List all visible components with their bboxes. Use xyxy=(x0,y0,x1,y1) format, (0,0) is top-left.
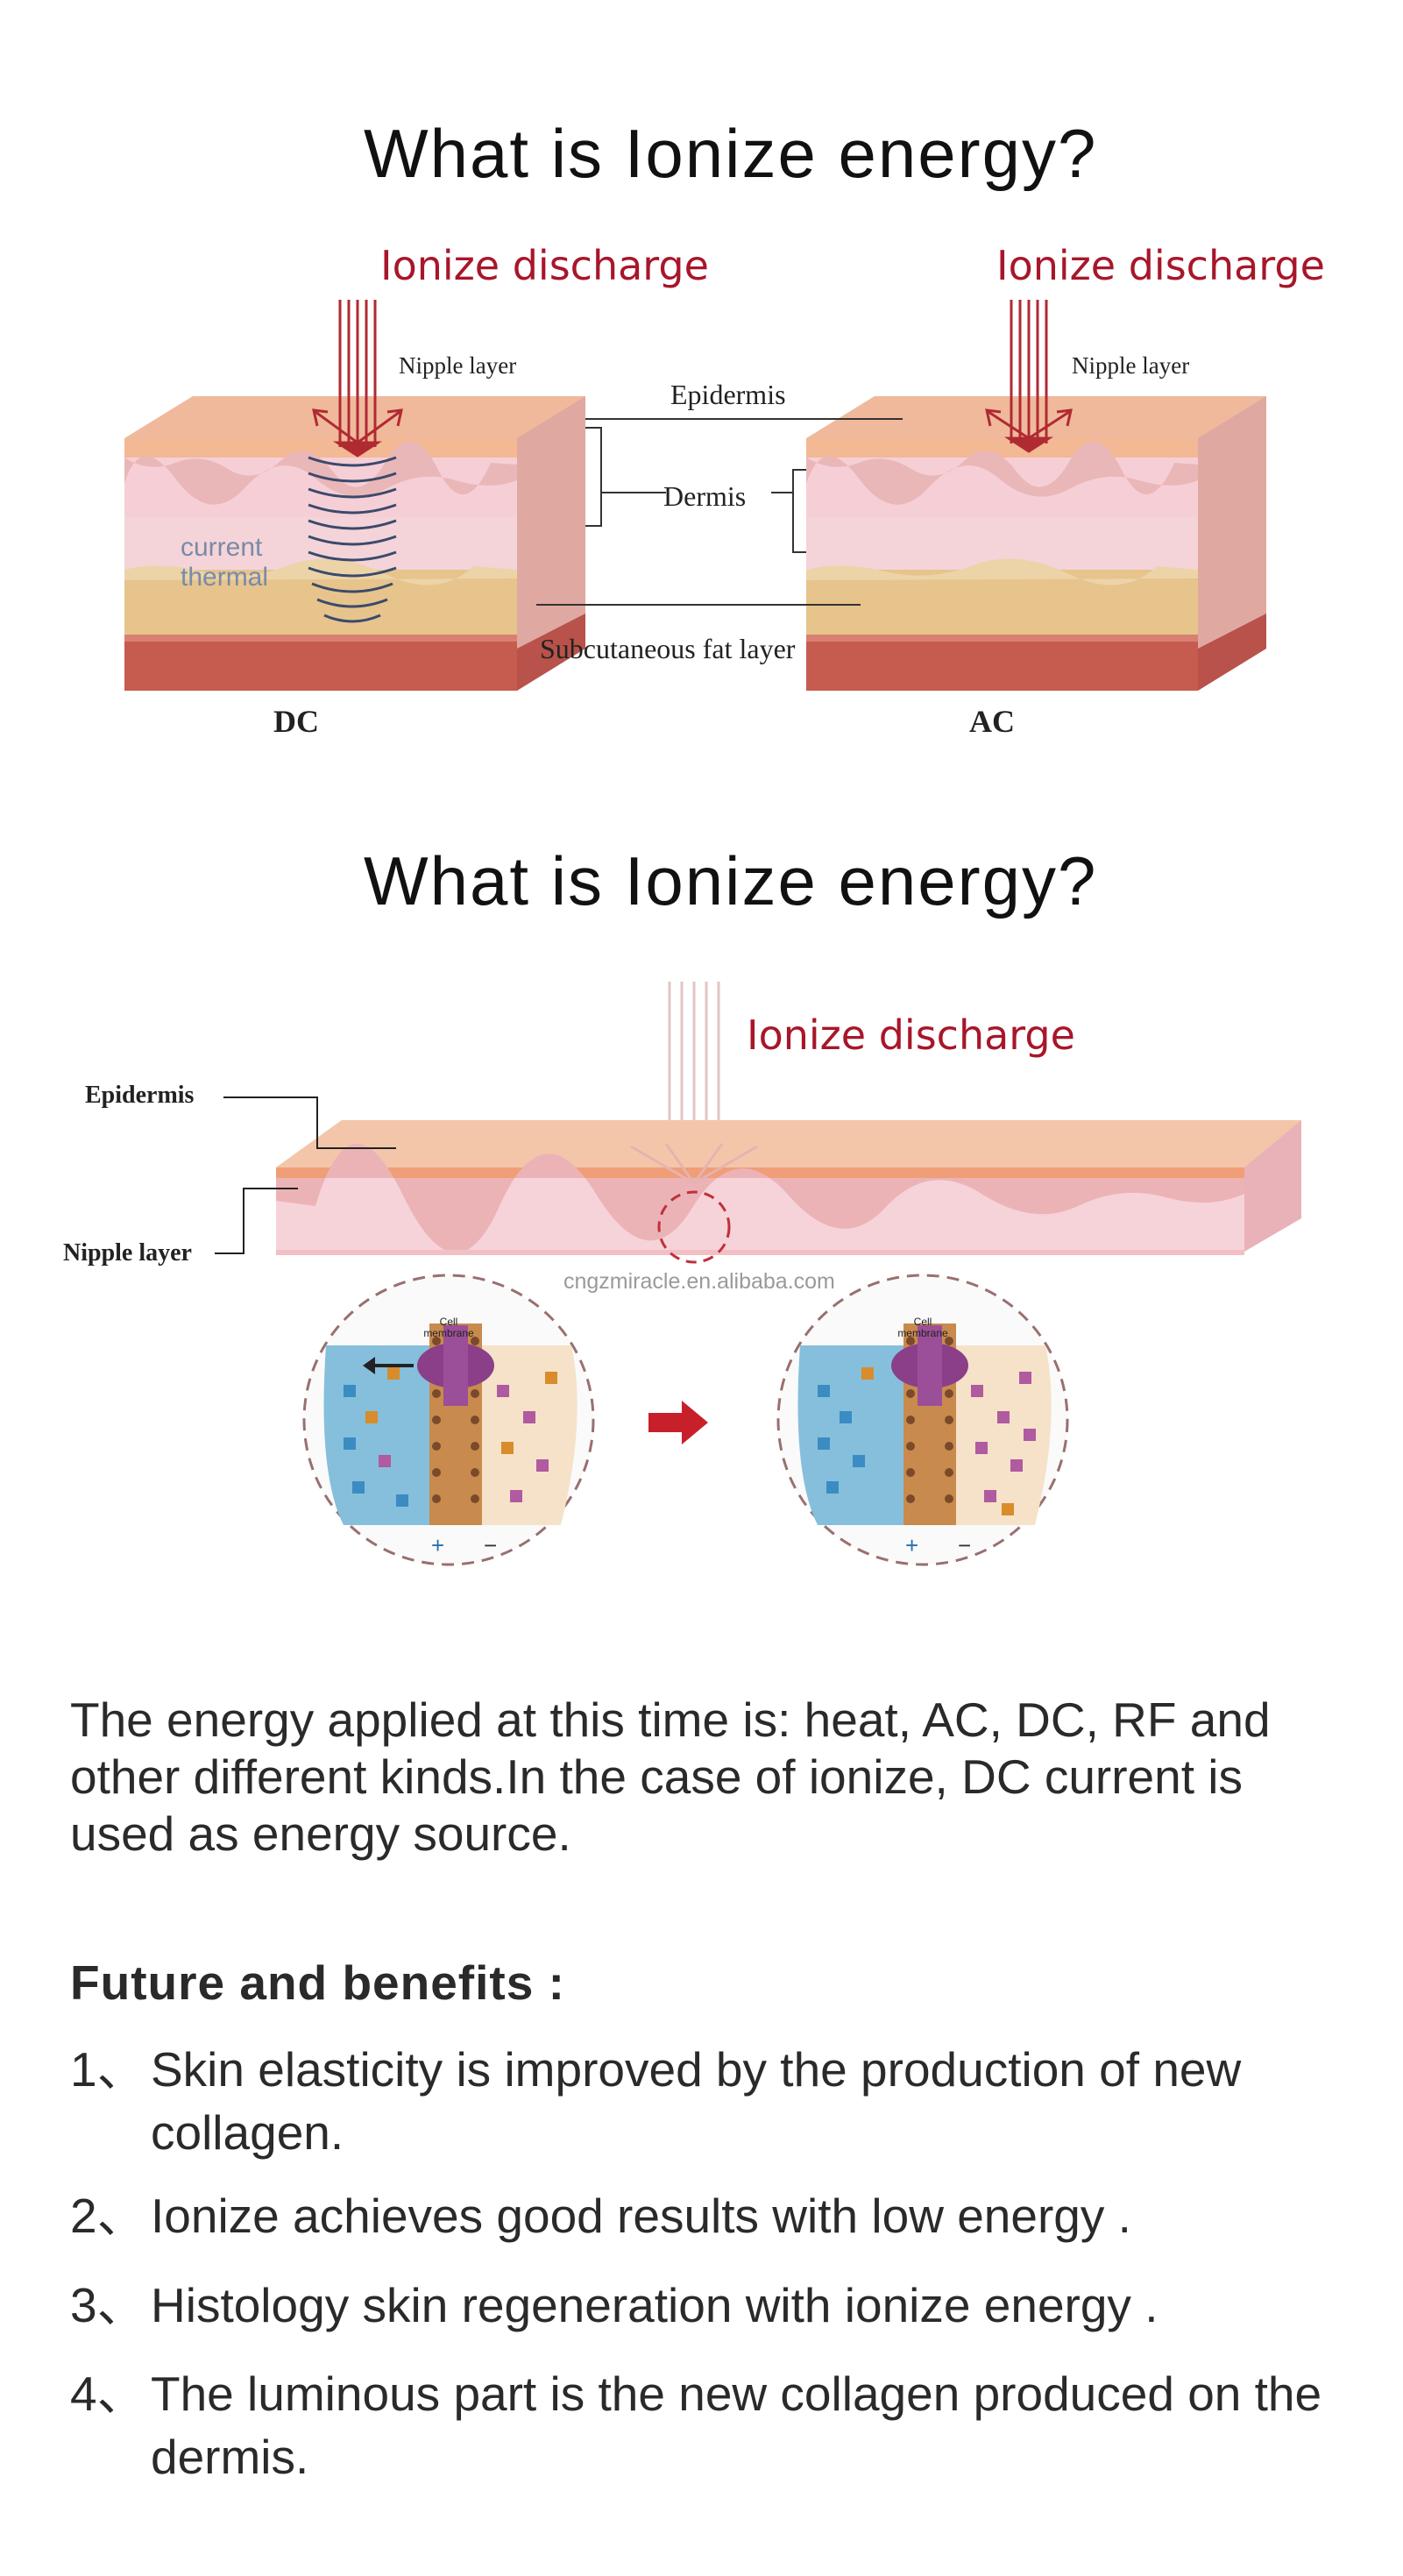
benefit-number: 4、 xyxy=(70,2367,145,2421)
benefit-number: 1、 xyxy=(70,2042,145,2097)
ac-nipple-layer-label: Nipple layer xyxy=(1072,352,1190,379)
section2-title: What is Ionize energy? xyxy=(364,842,1098,919)
cell-before: + − xyxy=(302,1274,595,1566)
ac-discharge-label: Ionize discharge xyxy=(996,242,1325,289)
benefits-heading: Future and benefits : xyxy=(70,1955,565,2010)
subcutaneous-fat-label: Subcutaneous fat layer xyxy=(540,633,796,664)
strip-leader-lines xyxy=(215,1096,396,1254)
benefit-text: Histology skin regeneration with ionize … xyxy=(151,2278,1159,2332)
section2-discharge-label: Ionize discharge xyxy=(747,1011,1075,1059)
section2-nipple-label: Nipple layer xyxy=(63,1239,192,1267)
watermark: cngzmiracle.en.alibaba.com xyxy=(563,1269,835,1294)
skin-cross-section-diagram xyxy=(124,300,1266,691)
benefit-item: 1、 Skin elasticity is improved by the pr… xyxy=(70,2038,1358,2164)
svg-text:−: − xyxy=(484,1532,497,1558)
discharge-arrows xyxy=(630,1143,758,1185)
benefit-item: 3、 Histology skin regeneration with ioni… xyxy=(70,2274,1358,2337)
ions-left xyxy=(344,1367,557,1507)
svg-text:+: + xyxy=(905,1532,918,1558)
svg-text:−: − xyxy=(958,1532,971,1558)
layer-leader-lines xyxy=(536,418,903,606)
dc-current-arcs xyxy=(308,456,397,623)
cell-after: + − xyxy=(776,1274,1069,1566)
current-label: current xyxy=(181,533,263,562)
epidermis-label: Epidermis xyxy=(670,379,786,410)
transition-arrow xyxy=(648,1401,708,1444)
benefit-number: 2、 xyxy=(70,2189,145,2243)
ions-right xyxy=(818,1367,1036,1515)
dc-discharge-label: Ionize discharge xyxy=(380,242,709,289)
svg-text:+: + xyxy=(431,1532,444,1558)
dc-skin-block xyxy=(124,396,585,691)
description-paragraph: The energy applied at this time is: heat… xyxy=(70,1692,1271,1861)
benefit-text: Skin elasticity is improved by the produ… xyxy=(151,2042,1242,2160)
focus-circle xyxy=(657,1190,731,1264)
thermal-label: thermal xyxy=(181,563,269,592)
benefit-text: Ionize achieves good results with low en… xyxy=(151,2189,1131,2243)
dc-discharge-arrows xyxy=(312,300,403,458)
dc-nipple-layer-label: Nipple layer xyxy=(399,352,517,379)
section1-title: What is Ionize energy? xyxy=(364,115,1098,192)
ac-label: AC xyxy=(969,704,1015,739)
dc-label: DC xyxy=(273,704,319,739)
section2-epidermis-label: Epidermis xyxy=(85,1082,195,1109)
benefit-number: 3、 xyxy=(70,2278,145,2332)
cell-membrane-label-right: Cell membrane xyxy=(897,1316,948,1339)
benefit-item: 4、 The luminous part is the new collagen… xyxy=(70,2362,1358,2488)
ionize-discharge-diagram: + − xyxy=(215,982,1301,1566)
benefit-text: The luminous part is the new collagen pr… xyxy=(151,2367,1322,2484)
skin-strip xyxy=(276,1120,1301,1255)
cell-membrane-label-left: Cell membrane xyxy=(423,1316,474,1339)
benefit-item: 2、 Ionize achieves good results with low… xyxy=(70,2184,1358,2247)
ac-discharge-arrows xyxy=(985,300,1073,453)
dermis-label: Dermis xyxy=(663,480,747,512)
